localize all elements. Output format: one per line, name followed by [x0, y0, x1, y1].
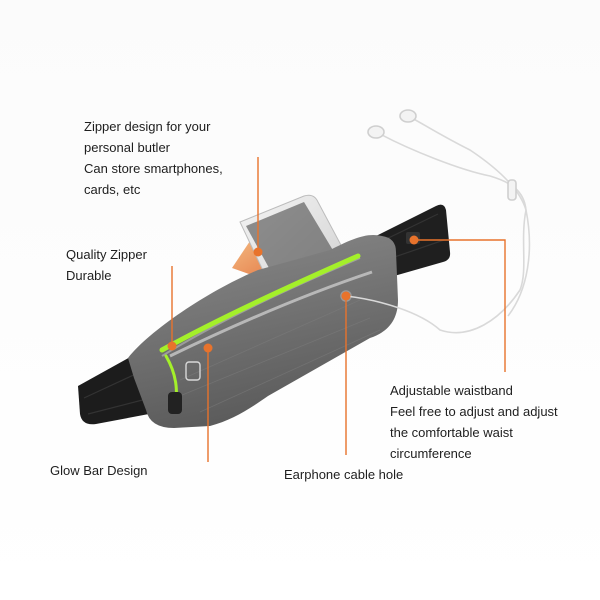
annotation-line: Zipper design for your	[84, 119, 211, 134]
callout-dots	[167, 235, 419, 353]
annotation-earphone-hole: Earphone cable hole	[284, 464, 403, 485]
annotation-line: Can store smartphones,	[84, 161, 223, 176]
callout-line-waistband	[414, 239, 506, 372]
callout-dot-glow-bar	[203, 343, 213, 353]
callout-lines	[171, 157, 506, 462]
annotation-glow-bar: Glow Bar Design	[50, 460, 148, 481]
annotation-line: Earphone cable hole	[284, 467, 404, 482]
callout-dot-quality-zipper	[167, 341, 177, 351]
annotation-line: cards, etc	[84, 182, 141, 197]
earphones-icon	[345, 109, 531, 334]
annotation-quality-zipper: Quality Zipper Durable	[66, 244, 147, 286]
annotation-line: Glow Bar Design	[50, 463, 148, 478]
annotation-line: Durable	[66, 268, 112, 283]
zipper-pull	[168, 392, 182, 414]
annotation-zipper-pocket: Zipper design for your personal butler C…	[84, 116, 223, 200]
annotation-line: Quality Zipper	[66, 247, 147, 262]
callout-dot-zipper-pocket	[253, 247, 263, 257]
annotation-line: Adjustable waistband	[390, 383, 513, 398]
annotation-line: personal butler	[84, 140, 170, 155]
callout-dot-waistband	[409, 235, 419, 245]
logo-tab-icon	[185, 361, 201, 381]
annotation-line: Feel free to adjust and adjust	[390, 404, 558, 419]
annotation-waistband: Adjustable waistband Feel free to adjust…	[390, 380, 558, 464]
callout-dot-earphone-hole	[341, 291, 351, 301]
annotation-line: circumference	[390, 446, 472, 461]
annotation-line: the comfortable waist	[390, 425, 513, 440]
